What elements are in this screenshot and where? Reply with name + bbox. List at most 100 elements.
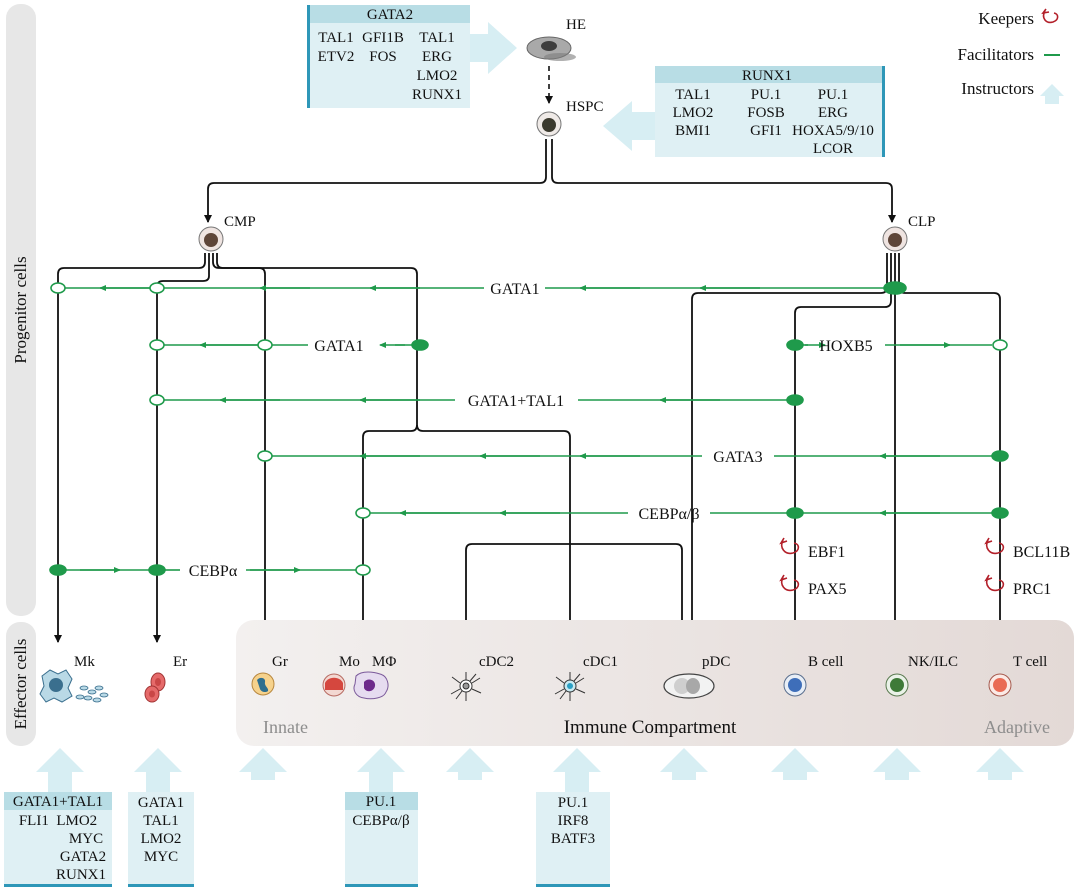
instructor-box-er-line: GATA1: [138, 795, 184, 811]
gata2-cell: ERG: [422, 49, 452, 65]
keeper-icon: [1041, 8, 1059, 24]
gata2-cell: GFI1B: [362, 30, 404, 46]
effector-label-cdc1: cDC1: [583, 654, 618, 670]
gata2-instructor-arrow: [470, 22, 517, 74]
keeper-icons: [779, 537, 1005, 592]
keeper-icon: [984, 537, 1005, 555]
instructor-arrows: [36, 748, 1024, 792]
side-bar-progenitor: Progenitor cells: [6, 4, 36, 616]
keeper-label-bcl11b: BCL11B: [1013, 544, 1070, 561]
instructor-box-mk-line: RUNX1: [56, 867, 106, 883]
hspc-label: HSPC: [566, 99, 604, 115]
keeper-label-pax5: PAX5: [808, 581, 847, 598]
clp-label: CLP: [908, 214, 936, 230]
instructor-box-mk-line: FLI1 LMO2: [19, 813, 97, 829]
keeper-label-ebf1: EBF1: [808, 544, 845, 561]
runx1-cell: PU.1: [818, 87, 848, 103]
side-bar-effector: Effector cells: [6, 622, 36, 746]
keeper-icon: [779, 537, 800, 555]
effector-label-mphi: MΦ: [372, 654, 396, 670]
gata2-cell: ETV2: [318, 49, 355, 65]
clp-cell-icon: [882, 226, 908, 252]
instructor-box-mk: GATA1+TAL1 FLI1 LMO2 MYC GATA2 RUNX1: [4, 792, 112, 887]
gata2-box-header: GATA2: [367, 7, 413, 23]
instructor-box-cdc1-line: IRF8: [558, 813, 589, 829]
cmp-label: CMP: [224, 214, 256, 230]
effector-label-gr: Gr: [272, 654, 288, 670]
instructor-box-mo: PU.1 CEBPα/β: [345, 792, 418, 887]
er-cell-icon: [144, 672, 166, 703]
instructor-box-mk-line: MYC: [69, 831, 103, 847]
runx1-instructor-arrow: [603, 101, 655, 151]
runx1-cell: GFI1: [750, 123, 782, 139]
nkilc-cell-icon: [885, 673, 909, 697]
gata2-cell: LMO2: [417, 68, 458, 84]
legend: Keepers Facilitators Instructors: [958, 8, 1064, 104]
mo-cell-icon: [322, 673, 346, 697]
hspc-cell-icon: [536, 111, 562, 137]
mphi-cell-icon: [353, 671, 389, 700]
runx1-cell: HOXA5/9/10: [792, 123, 874, 139]
instructor-box-er-line: MYC: [144, 849, 178, 865]
runx1-cell: ERG: [818, 105, 848, 121]
facilitator-label-gata1-tal1: GATA1+TAL1: [468, 393, 564, 410]
effector-label-mk: Mk: [74, 654, 95, 670]
gata2-cell: FOS: [369, 49, 397, 65]
instructor-box-mk-header: GATA1+TAL1: [13, 794, 103, 810]
cdc2-cell-icon: [450, 672, 482, 701]
mk-cell-icon: [39, 669, 109, 703]
gata2-cell: RUNX1: [412, 87, 462, 103]
legend-facilitators-label: Facilitators: [958, 45, 1034, 64]
runx1-cell: LMO2: [673, 105, 714, 121]
instructor-box-mo-header: PU.1: [366, 794, 396, 810]
keeper-label-prc1: PRC1: [1013, 581, 1051, 598]
immune-compartment: Innate Immune Compartment Adaptive: [236, 620, 1074, 746]
effector-label-cdc2: cDC2: [479, 654, 514, 670]
runx1-cell: LCOR: [813, 141, 853, 157]
effector-label-pdc: pDC: [702, 654, 730, 670]
keeper-icon: [984, 574, 1005, 592]
bcell-icon: [783, 673, 807, 697]
facilitator-label-hoxb5: HOXB5: [819, 338, 872, 355]
runx1-cell: PU.1: [751, 87, 781, 103]
tcell-icon: [988, 673, 1012, 697]
instructor-box-cdc1: PU.1 IRF8 BATF3: [536, 792, 610, 887]
runx1-cell: FOSB: [747, 105, 785, 121]
runx1-cell: BMI1: [675, 123, 711, 139]
instructor-box-mk-line: GATA2: [60, 849, 106, 865]
gr-cell-icon: [251, 672, 275, 696]
he-cell-icon: [526, 36, 576, 61]
gata2-cell: TAL1: [318, 30, 353, 46]
runx1-cell: TAL1: [675, 87, 710, 103]
instructor-box-mo-line: CEBPα/β: [352, 813, 409, 829]
cdc1-cell-icon: [554, 672, 586, 701]
facilitator-lines: [64, 285, 992, 573]
runx1-box: RUNX1 TAL1 PU.1 PU.1 LMO2 FOSB ERG BMI1 …: [655, 66, 885, 157]
facilitator-label-gata1-mid: GATA1: [314, 338, 363, 355]
legend-instructors-label: Instructors: [961, 79, 1034, 98]
facilitator-label-cebp-a: CEBPα: [189, 563, 238, 580]
compartment-innate-label: Innate: [263, 717, 308, 737]
compartment-title: Immune Compartment: [564, 717, 737, 738]
side-label-progenitor: Progenitor cells: [11, 256, 30, 363]
legend-keepers-label: Keepers: [978, 9, 1034, 28]
compartment-adaptive-label: Adaptive: [984, 717, 1050, 737]
he-label: HE: [566, 17, 586, 33]
facilitator-label-gata1-top: GATA1: [490, 281, 539, 298]
instructor-box-cdc1-line: PU.1: [558, 795, 588, 811]
instructor-box-er-line: LMO2: [141, 831, 182, 847]
facilitator-label-cebp-ab: CEBPα/β: [639, 506, 700, 523]
effector-label-tcell: T cell: [1013, 654, 1047, 670]
effector-label-nkilc: NK/ILC: [908, 654, 958, 670]
runx1-box-header: RUNX1: [742, 68, 792, 84]
keeper-icon: [779, 574, 800, 592]
gata2-cell: TAL1: [419, 30, 454, 46]
gata2-box: GATA2 TAL1 GFI1B TAL1 ETV2 FOS ERG LMO2 …: [307, 5, 470, 108]
pdc-cell-icon: [663, 673, 715, 699]
facilitator-label-gata3: GATA3: [713, 449, 762, 466]
instructor-box-cdc1-line: BATF3: [551, 831, 595, 847]
facilitator-nodes: [49, 281, 1009, 576]
effector-label-bcell: B cell: [808, 654, 843, 670]
effector-label-er: Er: [173, 654, 187, 670]
